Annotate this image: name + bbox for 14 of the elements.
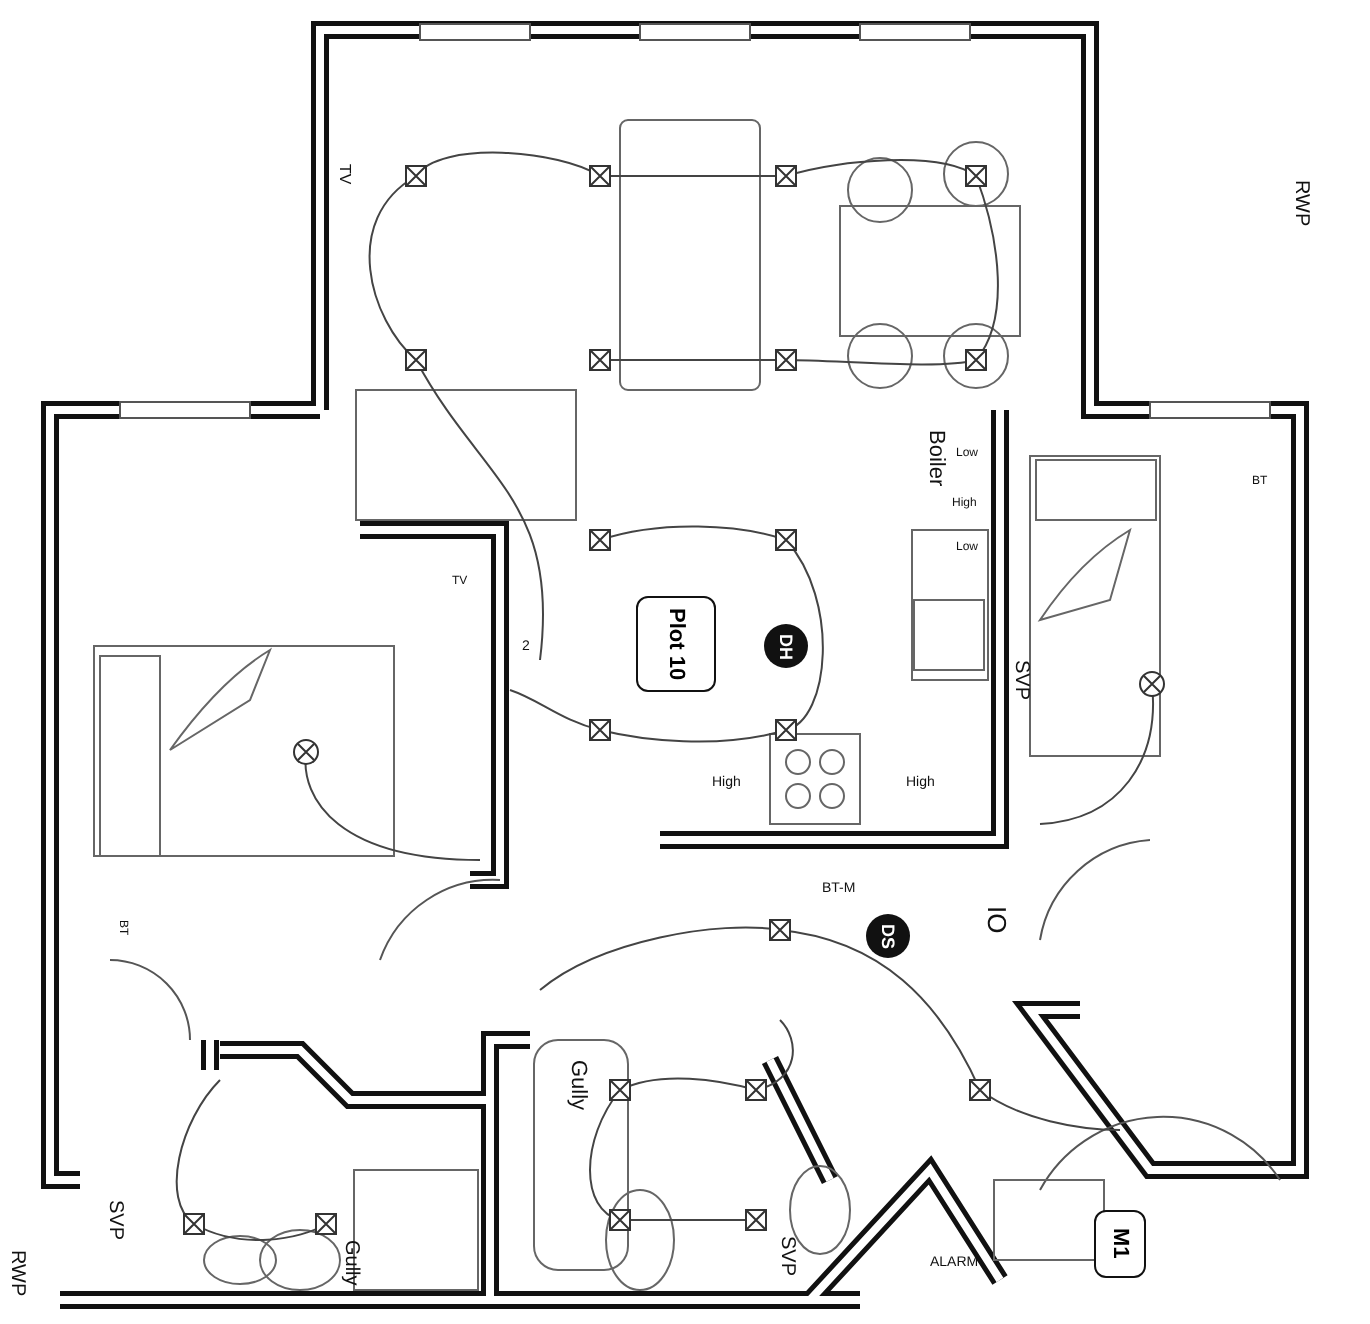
room-label: TV [336,164,352,185]
room-label: Gully [340,1240,360,1286]
heater-symbol: DS [866,914,910,958]
room-label: SVP [776,1236,796,1277]
room-label: SVP [104,1200,124,1241]
room-label: RWP [6,1250,26,1297]
room-label: Gully [566,1060,588,1111]
plot-number-box: Plot 10 [636,596,716,692]
room-label: IO [984,906,1010,934]
meter-box: M1 [1094,1210,1146,1278]
room-label: RWP [1290,180,1310,227]
room-label: Boiler [924,430,946,487]
room-label: SVP [1010,660,1030,701]
heater-symbol: DH [764,624,808,668]
